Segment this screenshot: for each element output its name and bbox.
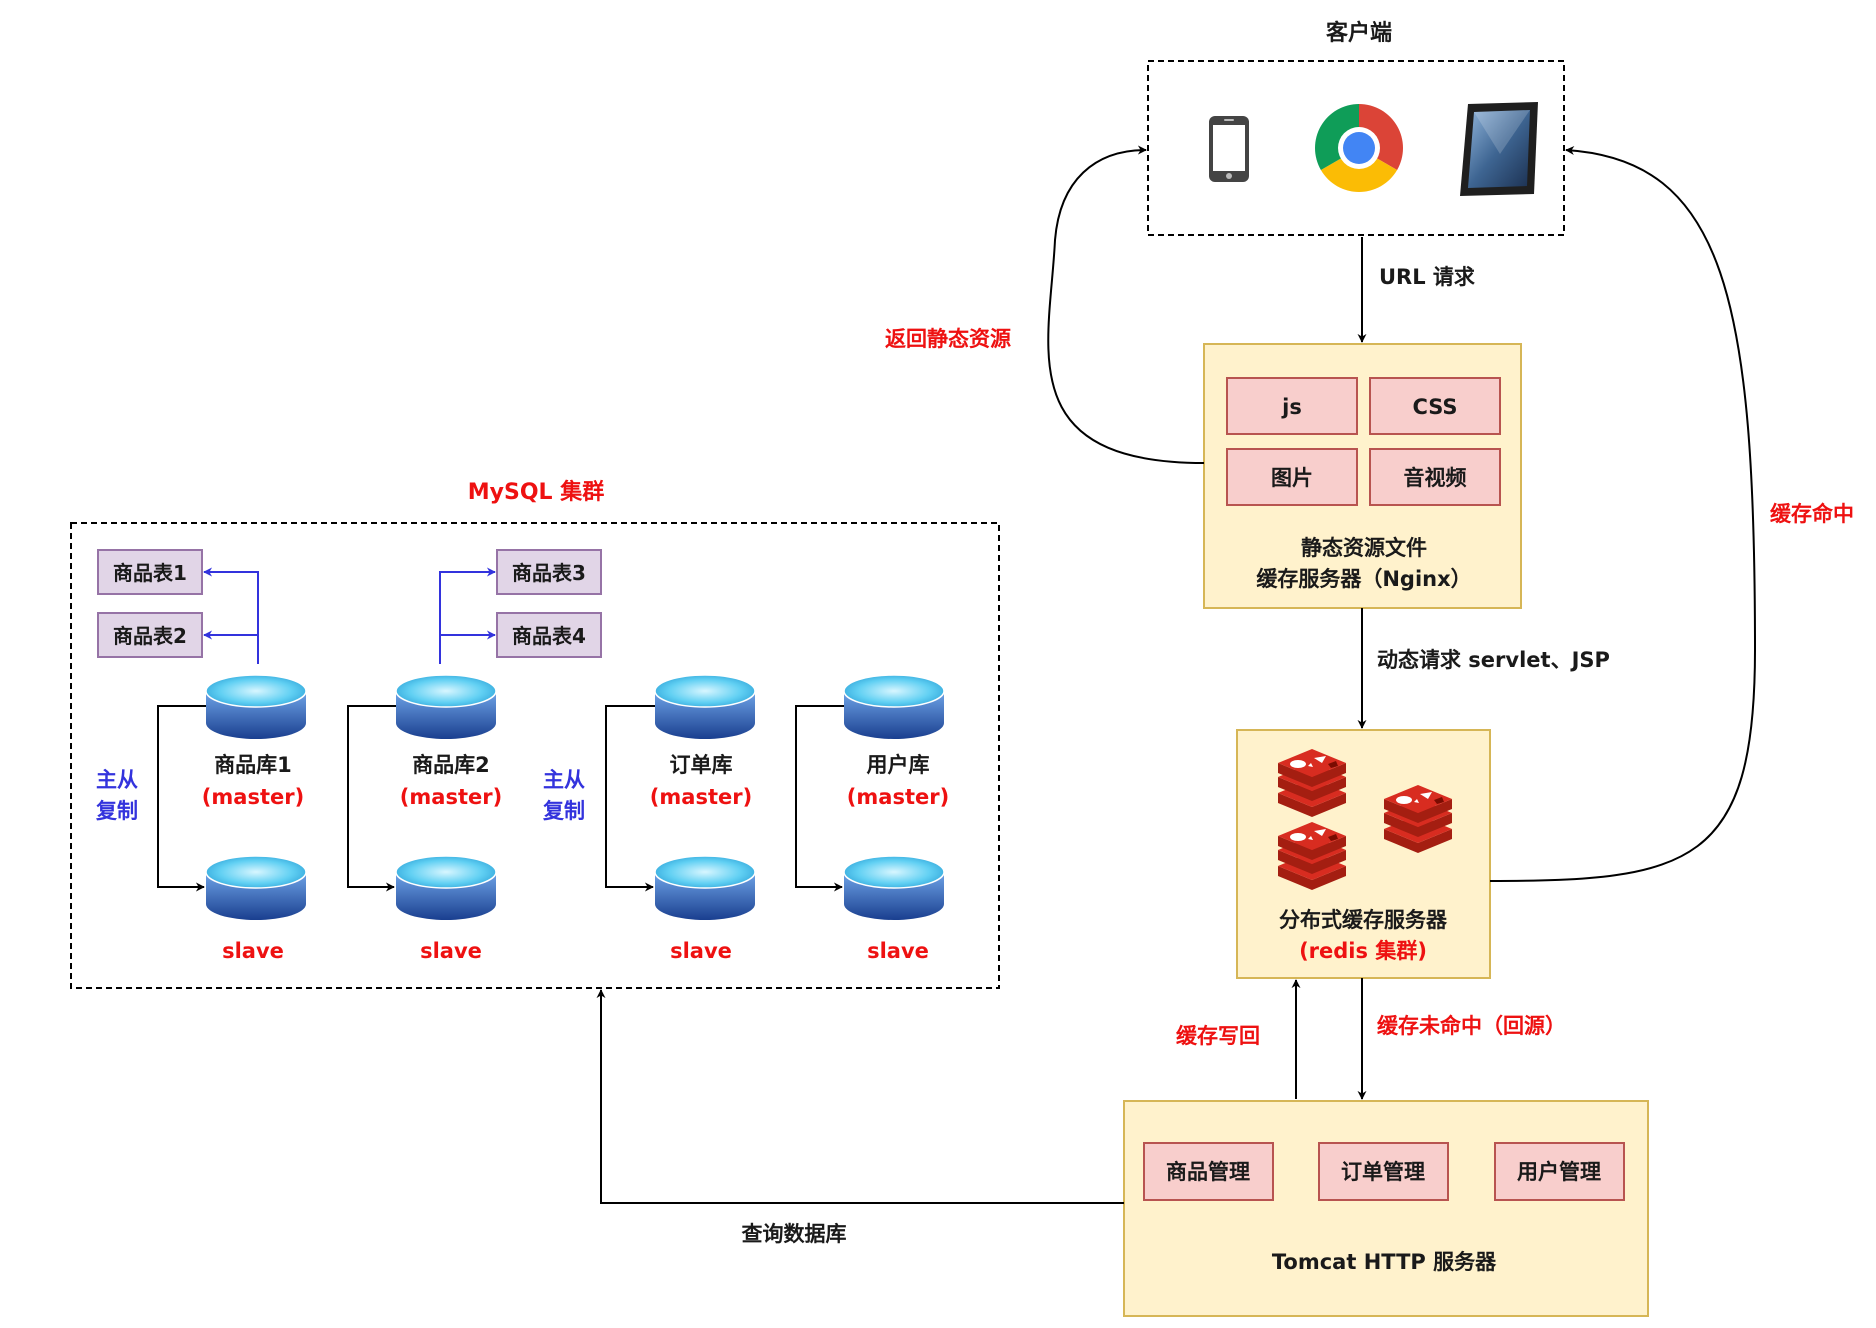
slave-database-icon [205,855,307,921]
redis-icon [1278,822,1346,890]
nginx-title-line2: 缓存服务器（Nginx） [1256,567,1471,591]
mysql-title: MySQL 集群 [468,479,604,505]
cache-hit-arrow [1489,146,1757,882]
database-role: (master) [847,785,949,809]
nginx-title-line1: 静态资源文件 [1301,536,1427,560]
tomcat-module-label: 商品管理 [1166,1160,1250,1184]
redis-icon [1278,749,1346,817]
master-database-icon [395,674,497,740]
table-box: 商品表4 [496,612,602,658]
table-box: 商品表3 [496,549,602,595]
nginx-item-label: CSS [1412,395,1457,419]
tablet-icon [1460,102,1538,196]
database-slave-label: slave [420,939,482,963]
return-static-arrow [1047,145,1205,464]
database-name: 订单库 [670,753,733,777]
database-name: 用户库 [867,753,930,777]
nginx-item-label: 图片 [1271,466,1313,490]
table-label: 商品表3 [512,561,586,585]
table-label: 商品表4 [512,624,586,648]
table-label: 商品表1 [113,561,187,585]
database-role: (master) [202,785,304,809]
replication-label: 复制 [95,799,138,823]
sharding-connector [203,567,496,664]
redis-title-line2: (redis 集群) [1299,939,1427,963]
tomcat-module-label: 用户管理 [1517,1160,1601,1184]
nginx-item-js: js [1226,377,1358,435]
database-role: (master) [650,785,752,809]
client-title: 客户端 [1326,20,1392,46]
nginx-item-label: 音视频 [1404,466,1467,490]
cache-writeback-label: 缓存写回 [1176,1024,1260,1048]
replication-label: 主从 [543,768,585,792]
slave-database-icon [395,855,497,921]
dynamic-request-label: 动态请求 servlet、JSP [1377,648,1610,672]
tomcat-title: Tomcat HTTP 服务器 [1272,1250,1497,1274]
table-box: 商品表1 [97,549,203,595]
chrome-browser-icon [1315,104,1403,192]
database-name: 商品库1 [214,753,292,777]
query-db-label: 查询数据库 [742,1222,847,1246]
tomcat-panel [1123,1100,1649,1317]
replication-connector [157,705,844,892]
database-role: (master) [400,785,502,809]
database-slave-label: slave [867,939,929,963]
table-box: 商品表2 [97,612,203,658]
cache-hit-label: 缓存命中 [1770,502,1854,526]
mysql-cluster-box [70,522,1000,989]
phone-icon [1209,116,1249,182]
database-name: 商品库2 [412,753,490,777]
query-db-arrow [596,989,1124,1204]
nginx-item-css: CSS [1369,377,1501,435]
nginx-item-media: 音视频 [1369,448,1501,506]
client-box [1147,60,1565,236]
master-database-icon [654,674,756,740]
database-slave-label: slave [222,939,284,963]
return-static-label: 返回静态资源 [885,327,1011,351]
url-request-label: URL 请求 [1379,265,1475,289]
nginx-item-label: js [1281,395,1302,419]
cache-miss-label: 缓存未命中（回源） [1377,1014,1566,1038]
redis-title-line1: 分布式缓存服务器 [1279,908,1448,932]
tomcat-module-label: 订单管理 [1341,1160,1425,1184]
tomcat-module-product: 商品管理 [1143,1142,1274,1201]
master-database-icon [205,674,307,740]
replication-label: 主从 [96,768,138,792]
database-slave-label: slave [670,939,732,963]
slave-database-icon [843,855,945,921]
table-label: 商品表2 [113,624,187,648]
replication-label: 复制 [542,799,585,823]
tomcat-module-user: 用户管理 [1494,1142,1625,1201]
redis-icon [1384,785,1452,853]
slave-database-icon [654,855,756,921]
nginx-item-images: 图片 [1226,448,1358,506]
master-database-icon [843,674,945,740]
tomcat-module-order: 订单管理 [1318,1142,1449,1201]
